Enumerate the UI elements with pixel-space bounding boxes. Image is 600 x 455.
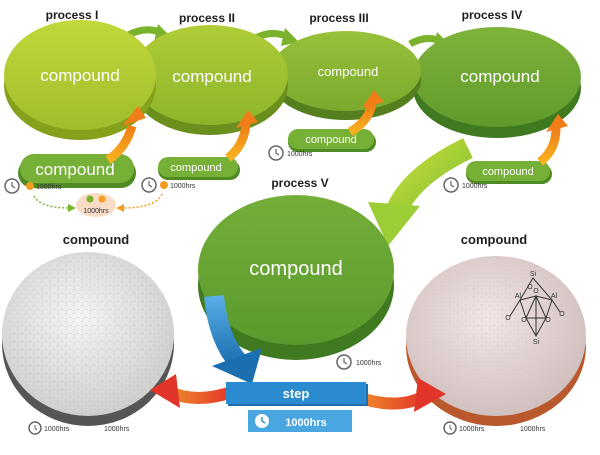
process-4-title: process IV [462,8,523,22]
time-label-1: 1000hrs [36,184,62,191]
process-5-title: process V [271,176,328,190]
step-time-box: 1000hrs [248,410,352,432]
time-label-4: 1000hrs [462,183,488,190]
pill-3: compound [288,129,376,152]
left-disk [2,252,174,426]
molecular-structure [509,277,561,338]
orange-arrow-1 [105,106,146,164]
atom-label: Al [551,293,558,300]
arrow-4-to-5 [368,138,473,246]
t-badge-icon [26,182,34,190]
disc-process-1: compound [4,20,156,140]
right-disk-title: compound [461,232,527,247]
time-label-3: 1000hrs [287,151,313,158]
atom-label: O [521,317,527,324]
right-time-label-b: 1000hrs [520,426,546,433]
right-time-marker-a: 1000hrs [443,421,485,435]
pill-2: compound [158,157,240,180]
atom-label: O [527,284,533,291]
pill-1: compound [18,154,136,188]
t-badge-icon [98,195,106,203]
time-marker-3: 1000hrs [268,145,313,161]
left-time-marker-a: 1000hrs [28,421,70,435]
atom-label: O [559,311,565,318]
atom-label: Al [515,293,522,300]
pill-4-label: compound [482,166,533,178]
process-1-title: process I [46,8,99,22]
left-time-label-b: 1000hrs [104,426,130,433]
t-badge-icon [86,195,94,203]
disc-4-label: compound [460,67,539,86]
combo-time-label: 1000hrs [83,208,109,215]
time-marker-1: 1000hrs [4,178,62,194]
atom-label: Si [533,339,540,346]
orange-arrow-2 [225,110,258,162]
atom-label: O [505,315,511,322]
left-time-label-a: 1000hrs [44,426,70,433]
pill-1-label: compound [35,160,114,179]
time-label-5: 1000hrs [356,360,382,367]
disc-process-5: compound [198,195,394,360]
time-marker-5: 1000hrs [336,354,382,370]
pill-4: compound [466,161,552,184]
time-label-2: 1000hrs [170,183,196,190]
step-label: step [283,386,310,401]
time-marker-4: 1000hrs [443,177,488,193]
disc-3-label: compound [318,64,379,79]
atom-label: O [545,317,551,324]
step-time-label: 1000hrs [285,417,327,429]
disc-process-3: compound [271,31,421,120]
atom-label: Si [530,271,537,278]
process-2-title: process II [179,11,235,25]
disc-2-label: compound [172,67,251,86]
t-badge-icon [160,181,168,189]
disc-5-label: compound [249,258,342,280]
disc-process-4: compound [413,27,581,138]
orange-arrow-4 [537,114,568,166]
combination-badge: 1000hrs [33,193,163,217]
left-disk-title: compound [63,232,129,247]
molecular-atoms: Si Al Al Si O O O O O O [505,271,565,346]
pill-3-label: compound [305,134,356,146]
step-box: step [226,382,368,406]
pill-2-label: compound [170,162,221,174]
blue-down-arrow [204,294,262,384]
time-marker-2: 1000hrs [141,177,196,193]
atom-label: O [533,288,539,295]
disc-process-2: compound [132,25,288,135]
process-3-title: process III [309,11,368,25]
right-time-label-a: 1000hrs [459,426,485,433]
red-arrow-left [150,374,234,408]
orange-arrow-3 [347,90,384,136]
disc-1-label: compound [40,66,119,85]
